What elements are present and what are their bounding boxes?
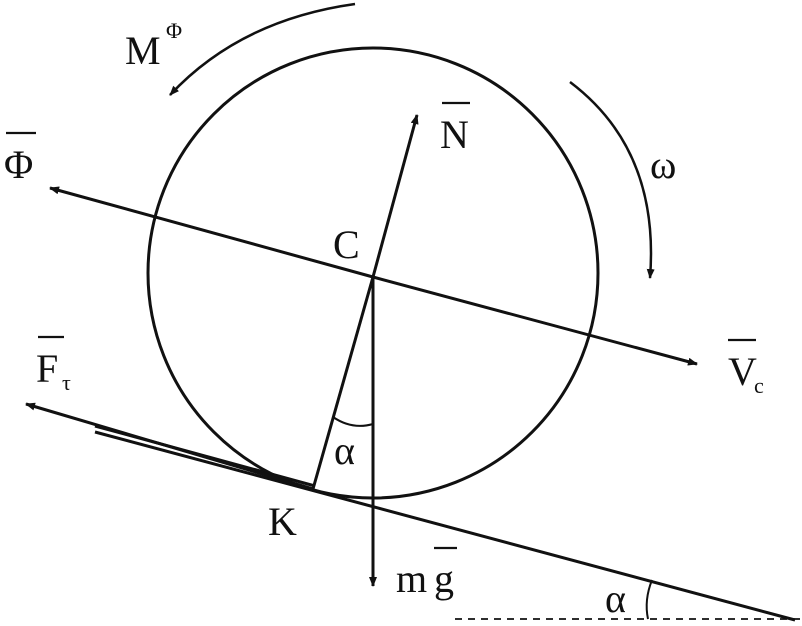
velocity-label: V	[728, 349, 757, 394]
inertia-moment-arrow	[169, 2, 356, 96]
inertia-force-arrow	[49, 186, 374, 279]
friction-arrow	[25, 402, 314, 491]
velocity-subscript: c	[754, 373, 764, 398]
angular-velocity-arrow	[569, 81, 655, 279]
normal-force-arrow	[371, 114, 419, 278]
angular-velocity-label: ω	[650, 142, 676, 187]
friction-subscript: τ	[62, 370, 71, 395]
velocity-arrow	[372, 275, 698, 366]
radius-ck	[311, 276, 375, 490]
weight-label-g: g	[434, 556, 454, 601]
friction-label: F	[36, 346, 58, 391]
incline-angle-arc	[645, 579, 653, 620]
inertia-moment-label: M	[125, 28, 161, 73]
inertia-force-label: Φ	[4, 142, 33, 187]
weight-label-m: m	[396, 556, 427, 601]
center-angle-arc	[332, 416, 374, 427]
normal-force-label: N	[440, 112, 469, 157]
incline-surface	[94, 430, 796, 622]
contact-label: K	[268, 499, 297, 544]
incline-angle-label: α	[605, 576, 626, 621]
center-label: C	[333, 222, 360, 267]
inertia-moment-superscript: Φ	[166, 18, 182, 43]
center-angle-label: α	[334, 428, 355, 473]
